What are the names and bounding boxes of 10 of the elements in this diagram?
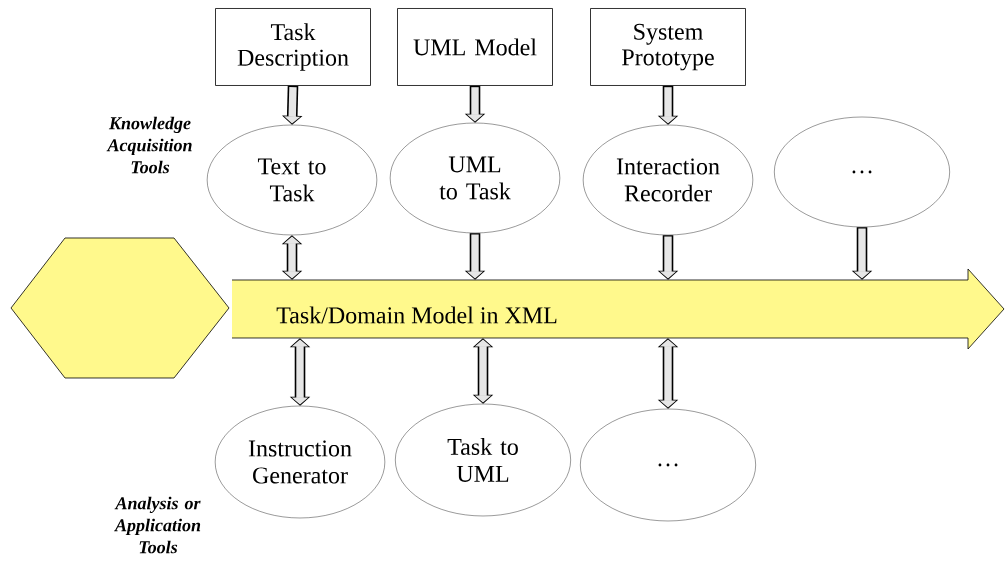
hexagon [10, 237, 230, 379]
group-label: Knowledge Acquisition Tools [106, 116, 192, 174]
source-box: System Prototype [590, 8, 746, 86]
block-arrow [281, 235, 303, 280]
block-arrow [472, 338, 494, 404]
block-arrow [289, 338, 311, 406]
source-box: UML Model [397, 8, 553, 86]
source-box: Task Description [215, 8, 371, 86]
group-label: Analysis or Application Tools [114, 496, 201, 554]
block-arrow [657, 338, 679, 409]
